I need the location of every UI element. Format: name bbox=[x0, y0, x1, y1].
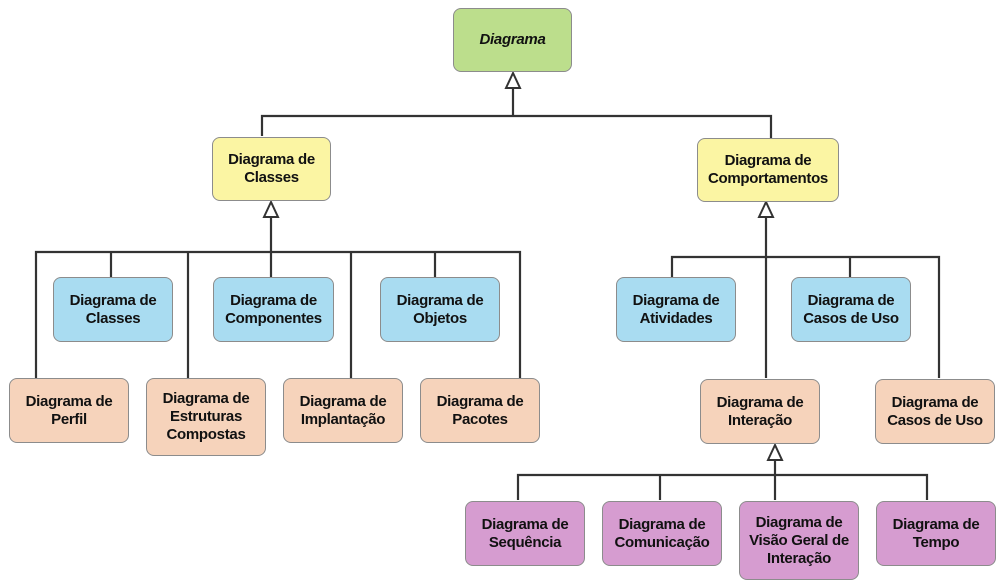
connector-interaction-bar bbox=[516, 473, 929, 500]
node-communication-diagram[interactable]: Diagrama de Comunicação bbox=[602, 501, 722, 566]
node-label: Diagrama de Perfil bbox=[25, 392, 113, 428]
node-label: Diagrama de Interação bbox=[716, 393, 804, 429]
node-behavior-diagram[interactable]: Diagrama de Comportamentos bbox=[697, 138, 839, 202]
connector-root-bar bbox=[260, 114, 773, 138]
node-label: Diagrama de Comunicação bbox=[614, 515, 710, 551]
generalization-arrow-icon bbox=[504, 70, 522, 89]
node-use-case-diagram-alt[interactable]: Diagrama de Casos de Uso bbox=[875, 379, 995, 444]
node-composite-structure-diagram[interactable]: Diagrama de Estruturas Compostas bbox=[146, 378, 266, 456]
node-label: Diagrama de Sequência bbox=[481, 515, 569, 551]
node-label: Diagrama de Visão Geral de Interação bbox=[749, 513, 849, 567]
node-label: Diagrama de Casos de Uso bbox=[803, 291, 899, 327]
node-label: Diagrama de Casos de Uso bbox=[887, 393, 983, 429]
node-label: Diagrama de Classes bbox=[228, 151, 315, 186]
node-package-diagram[interactable]: Diagrama de Pacotes bbox=[420, 378, 540, 443]
node-profile-diagram[interactable]: Diagrama de Perfil bbox=[9, 378, 129, 443]
node-label: Diagrama de Pacotes bbox=[436, 392, 524, 428]
node-class-diagram[interactable]: Diagrama de Classes bbox=[53, 277, 173, 342]
generalization-arrow-icon bbox=[757, 199, 775, 218]
node-label: Diagrama de Implantação bbox=[299, 392, 387, 428]
node-object-diagram[interactable]: Diagrama de Objetos bbox=[380, 277, 500, 342]
node-deployment-diagram[interactable]: Diagrama de Implantação bbox=[283, 378, 403, 443]
node-label: Diagrama de Classes bbox=[69, 291, 157, 327]
node-label: Diagrama de Comportamentos bbox=[708, 152, 828, 187]
node-interaction-overview-diagram[interactable]: Diagrama de Visão Geral de Interação bbox=[739, 501, 859, 580]
node-structure-diagram[interactable]: Diagrama de Classes bbox=[212, 137, 331, 201]
node-diagrama[interactable]: Diagrama bbox=[453, 8, 572, 72]
node-label: Diagrama de Tempo bbox=[892, 515, 980, 551]
generalization-arrow-icon bbox=[766, 442, 784, 461]
node-label: Diagrama de Objetos bbox=[396, 291, 484, 327]
node-use-case-diagram[interactable]: Diagrama de Casos de Uso bbox=[791, 277, 911, 342]
node-label: Diagrama bbox=[479, 31, 546, 48]
node-label: Diagrama de Componentes bbox=[225, 291, 322, 327]
node-label: Diagrama de Estruturas Compostas bbox=[162, 390, 250, 443]
generalization-arrow-icon bbox=[262, 199, 280, 218]
connector-structure-bar bbox=[34, 250, 522, 378]
node-activity-diagram[interactable]: Diagrama de Atividades bbox=[616, 277, 736, 342]
node-label: Diagrama de Atividades bbox=[632, 291, 720, 327]
node-component-diagram[interactable]: Diagrama de Componentes bbox=[213, 277, 334, 342]
node-timing-diagram[interactable]: Diagrama de Tempo bbox=[876, 501, 996, 566]
connector-behavior-bar bbox=[670, 255, 941, 378]
node-sequence-diagram[interactable]: Diagrama de Sequência bbox=[465, 501, 585, 566]
node-interaction-diagram[interactable]: Diagrama de Interação bbox=[700, 379, 820, 444]
